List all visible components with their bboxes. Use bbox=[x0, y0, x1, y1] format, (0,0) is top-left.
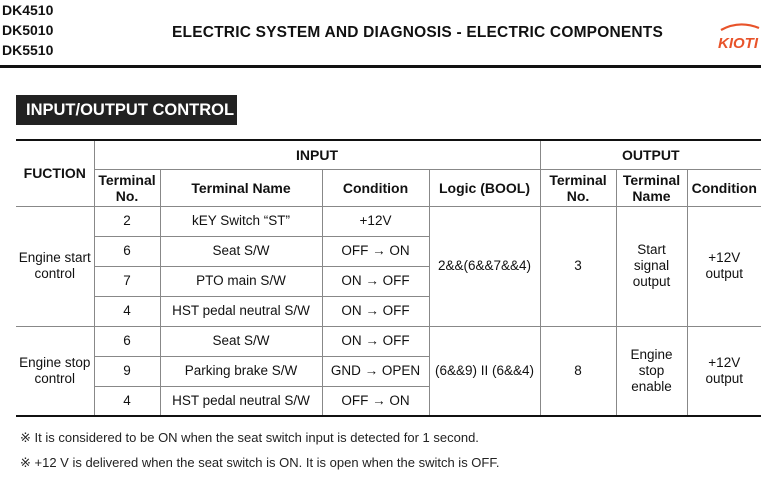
kioti-logo: KIOTI bbox=[718, 23, 760, 51]
terminal-no-cell: 9 bbox=[94, 355, 161, 387]
section-title: INPUT/OUTPUT CONTROL bbox=[16, 95, 237, 125]
out-terminal-name-cell: Engine stop enable bbox=[615, 325, 688, 417]
footnote: ※ It is considered to be ON when the sea… bbox=[20, 430, 479, 445]
output-header: OUTPUT bbox=[539, 139, 761, 170]
terminal-name-cell: HST pedal neutral S/W bbox=[159, 385, 323, 417]
condition-cell: OFF → ON bbox=[321, 235, 429, 267]
terminal-name-cell: Seat S/W bbox=[159, 325, 323, 357]
condition-cell: ON → OFF bbox=[321, 265, 429, 297]
out-condition-cell: +12V output bbox=[686, 205, 761, 327]
out-terminal-no-cell: 3 bbox=[539, 205, 617, 327]
input-header: INPUT bbox=[93, 139, 541, 170]
logic-cell: (6&&9) II (6&&4) bbox=[428, 325, 541, 417]
io-control-table: FUCTION INPUT OUTPUT Terminal No. Termin… bbox=[16, 139, 761, 417]
condition-header: Condition bbox=[321, 168, 430, 207]
table-row: 4 HST pedal neutral S/W ON → OFF bbox=[16, 295, 761, 327]
out-terminal-name-cell: Start signal output bbox=[615, 205, 688, 327]
terminal-name-cell: HST pedal neutral S/W bbox=[159, 295, 323, 327]
out-terminal-name-header: Terminal Name bbox=[615, 168, 688, 207]
logic-header: Logic (BOOL) bbox=[428, 168, 541, 207]
condition-cell: +12V bbox=[321, 205, 430, 237]
function-cell: Engine start control bbox=[16, 205, 95, 327]
out-terminal-no-header: Terminal No. bbox=[539, 168, 617, 207]
terminal-name-cell: PTO main S/W bbox=[159, 265, 323, 297]
condition-cell: GND → OPEN bbox=[321, 355, 429, 387]
terminal-name-cell: Parking brake S/W bbox=[159, 355, 323, 387]
out-condition-cell: +12V output bbox=[686, 325, 761, 417]
terminal-name-cell: kEY Switch “ST” bbox=[159, 205, 323, 237]
logo-text: KIOTI bbox=[718, 35, 759, 51]
header-divider bbox=[0, 65, 761, 68]
table-row: 4 HST pedal neutral S/W OFF → ON bbox=[16, 385, 761, 417]
condition-cell: ON → OFF bbox=[321, 325, 430, 357]
table-row: 9 Parking brake S/W GND → OPEN bbox=[16, 355, 761, 387]
terminal-no-header: Terminal No. bbox=[94, 168, 161, 207]
model-list: DK4510 DK5010 DK5510 bbox=[2, 0, 53, 60]
terminal-no-cell: 4 bbox=[94, 295, 161, 327]
function-header: FUCTION bbox=[16, 139, 95, 207]
table-row: Engine start control 2 kEY Switch “ST” +… bbox=[16, 205, 761, 327]
terminal-no-cell: 7 bbox=[94, 265, 161, 297]
terminal-no-cell: 2 bbox=[93, 205, 161, 237]
logic-cell: 2&&(6&&7&&4) bbox=[428, 205, 541, 327]
terminal-name-header: Terminal Name bbox=[159, 168, 323, 207]
terminal-no-cell: 4 bbox=[94, 385, 161, 417]
model-name: DK5010 bbox=[2, 22, 54, 38]
terminal-no-cell: 6 bbox=[94, 235, 161, 267]
terminal-name-cell: Seat S/W bbox=[159, 235, 323, 267]
condition-cell: OFF → ON bbox=[321, 385, 429, 417]
footnote: ※ +12 V is delivered when the seat switc… bbox=[20, 455, 500, 470]
table-row: 7 PTO main S/W ON → OFF bbox=[16, 265, 761, 297]
terminal-no-cell: 6 bbox=[93, 325, 161, 357]
function-cell: Engine stop control bbox=[16, 325, 95, 417]
condition-cell: ON → OFF bbox=[321, 295, 429, 327]
model-name: DK5510 bbox=[2, 42, 54, 58]
out-terminal-no-cell: 8 bbox=[539, 325, 617, 417]
model-name: DK4510 bbox=[2, 2, 54, 18]
page-title: ELECTRIC SYSTEM AND DIAGNOSIS - ELECTRIC… bbox=[172, 24, 664, 41]
out-condition-header: Condition bbox=[686, 168, 761, 207]
table-row: Engine stop control 6 Seat S/W ON → OFF … bbox=[16, 325, 761, 417]
